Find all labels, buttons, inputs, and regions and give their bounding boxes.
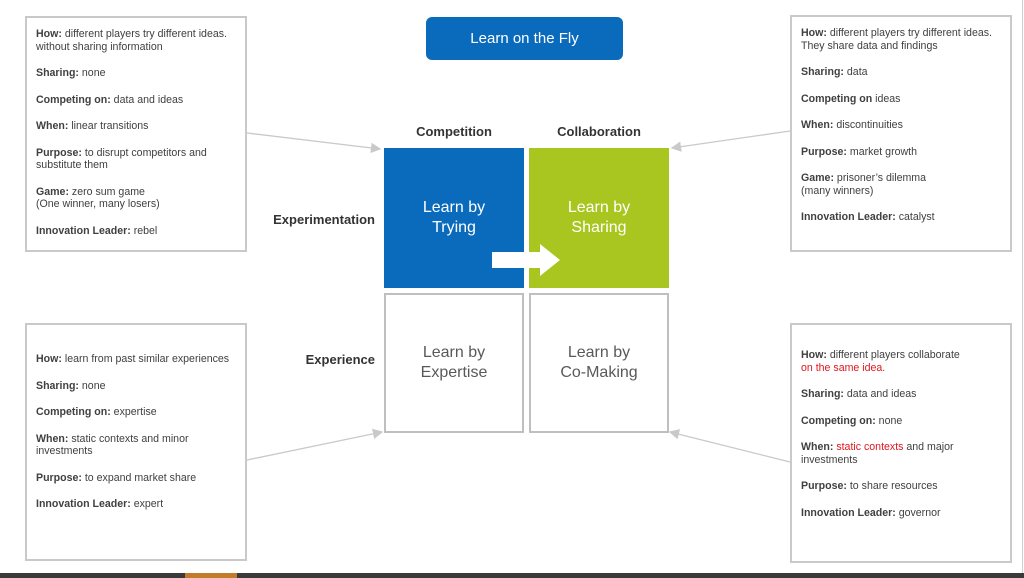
competing-row: Competing on: expertise xyxy=(36,406,157,418)
when-row: When: static contexts and minor investme… xyxy=(36,432,189,458)
sharing-row: Sharing: none xyxy=(36,379,106,392)
connector-top-right xyxy=(670,130,791,152)
how-row: How: different players try different ide… xyxy=(801,27,992,52)
when-row: When: static contexts and major investme… xyxy=(801,441,954,466)
column-header-collaboration: Collaboration xyxy=(557,124,641,139)
competing-row: Competing on ideas xyxy=(801,92,901,105)
how-row: How: different players try different ide… xyxy=(36,28,227,53)
info-box-bottom-left: How: learn from past similar experiences… xyxy=(25,323,247,561)
game-row: Game: prisoner’s dilemma(many winners) xyxy=(801,172,927,197)
how-row: How: learn from past similar experiences xyxy=(36,353,230,365)
taskbar-strip xyxy=(0,573,1024,578)
info-box-top-right: How: different players try different ide… xyxy=(790,15,1012,252)
connector-bottom-right xyxy=(668,429,791,463)
leader-row: Innovation Leader: rebel xyxy=(36,224,158,237)
competing-row: Competing on: none xyxy=(801,414,903,427)
when-row: When: linear transitions xyxy=(36,120,149,132)
purpose-row: Purpose: market growth xyxy=(801,145,917,158)
row-header-experience: Experience xyxy=(305,352,375,367)
title-button[interactable]: Learn on the Fly xyxy=(426,17,623,60)
sharing-row: Sharing: data and ideas xyxy=(801,388,917,400)
game-row: Game: zero sum game(One winner, many los… xyxy=(36,185,160,211)
competing-row: Competing on: data and ideas xyxy=(36,93,184,106)
right-arrow-icon xyxy=(492,244,560,276)
info-box-top-left: How: different players try different ide… xyxy=(25,16,247,252)
when-row: When: discontinuities xyxy=(801,119,903,131)
taskbar-accent xyxy=(185,573,237,578)
purpose-row: Purpose: to share resources xyxy=(801,480,938,492)
leader-row: Innovation Leader: catalyst xyxy=(801,211,935,223)
leader-row: Innovation Leader: expert xyxy=(36,498,164,510)
row-header-experimentation: Experimentation xyxy=(273,212,375,227)
sharing-row: Sharing: data xyxy=(801,66,868,78)
column-header-competition: Competition xyxy=(416,124,492,139)
leader-row: Innovation Leader: governor xyxy=(801,506,941,519)
connector-top-left xyxy=(246,132,382,154)
purpose-row: Purpose: to expand market share xyxy=(36,471,197,484)
sharing-row: Sharing: none xyxy=(36,67,106,79)
connector-bottom-left xyxy=(246,428,384,461)
purpose-row: Purpose: to disrupt competitors and subs… xyxy=(36,146,207,172)
